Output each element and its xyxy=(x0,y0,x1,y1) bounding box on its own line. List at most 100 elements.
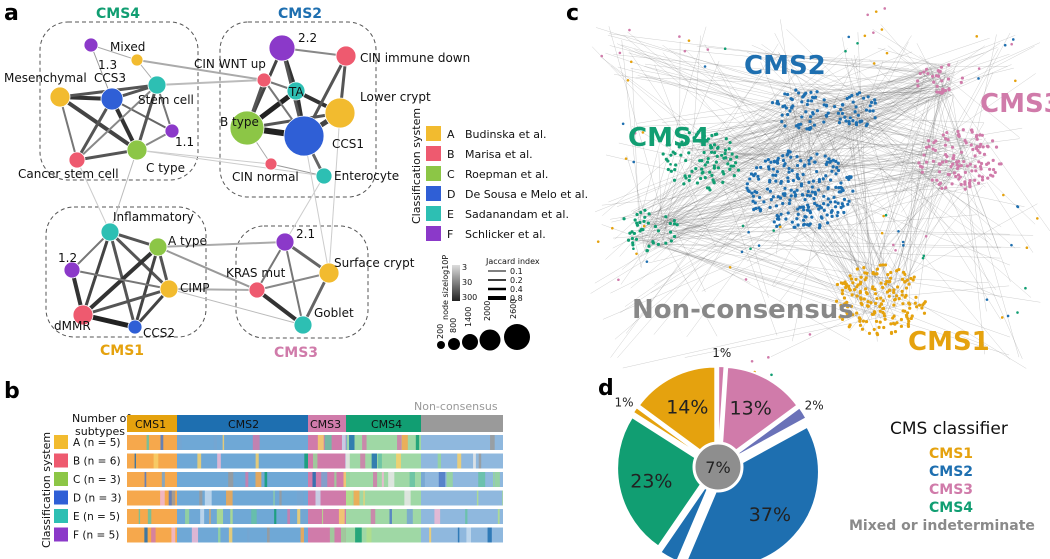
panel-label-a: a xyxy=(4,1,19,26)
cloud-node xyxy=(854,277,858,282)
cloud-node xyxy=(702,134,706,138)
cloud-node xyxy=(955,166,960,171)
cloud-edge xyxy=(784,48,886,98)
cloud-node xyxy=(873,98,877,102)
cloud-edge xyxy=(700,143,707,152)
cloud-node xyxy=(801,223,806,227)
cloud-node xyxy=(810,95,815,99)
cloud-edge xyxy=(636,93,801,229)
cloud-node xyxy=(936,69,940,73)
network-node-lowercrypt xyxy=(324,97,356,129)
bar-stripe xyxy=(434,509,441,524)
legend-swatch-b xyxy=(426,146,441,161)
cloud-node xyxy=(855,267,860,271)
cloud-edge xyxy=(726,133,863,206)
cloud-node xyxy=(813,95,818,99)
cloud-edge xyxy=(854,55,865,113)
cloud-node xyxy=(641,131,645,134)
cloud-node xyxy=(795,217,799,221)
cloud-node xyxy=(628,28,631,32)
cloud-node xyxy=(721,180,725,184)
cloud-edge xyxy=(610,190,819,294)
cloud-node xyxy=(775,213,779,218)
cloud-node xyxy=(796,207,800,211)
cloud-node xyxy=(763,159,768,163)
cloud-edge xyxy=(630,116,816,212)
cloud-edge xyxy=(764,58,970,173)
cloud-node xyxy=(911,278,915,282)
cloud-edge xyxy=(707,137,1025,207)
cloud-node xyxy=(943,137,948,141)
legend-name-e: Sadanandam et al. xyxy=(465,208,569,221)
network-edge xyxy=(109,149,138,233)
cloud-edge xyxy=(701,153,963,292)
cloud-node xyxy=(974,169,978,173)
cloud-edge xyxy=(638,236,1021,248)
cloud-node xyxy=(842,197,847,201)
bar-stripe xyxy=(465,509,468,524)
bar-segment xyxy=(421,472,503,487)
cloud-edge xyxy=(686,141,960,168)
cloud-node xyxy=(935,178,939,182)
cloud-node xyxy=(891,321,896,326)
cloud-edge xyxy=(843,95,870,292)
cloud-node xyxy=(668,230,673,234)
cloud-node xyxy=(922,153,926,157)
bar-stripe xyxy=(346,472,350,487)
cloud-node xyxy=(914,295,918,299)
cloud-node xyxy=(938,162,942,166)
cloud-node xyxy=(703,65,707,68)
cloud-node xyxy=(789,97,793,101)
cloud-node xyxy=(836,111,840,115)
network-node-ccs1 xyxy=(283,115,325,157)
cloud-edge xyxy=(770,103,864,248)
cloud-node xyxy=(963,138,967,143)
cloud-edge xyxy=(725,120,817,174)
cloud-node xyxy=(809,115,813,119)
cloud-node xyxy=(713,151,717,155)
cloud-edge xyxy=(803,142,994,176)
cloud-node xyxy=(784,106,788,110)
cloud-node xyxy=(861,319,866,323)
cloud-edge xyxy=(644,64,1012,225)
cloud-node xyxy=(858,323,863,327)
node-label-cin-wnt-up: CIN WNT up xyxy=(194,57,266,71)
cloud-node xyxy=(672,178,677,182)
cloud-edge xyxy=(706,111,847,152)
bar-stripe xyxy=(353,490,360,506)
cloud-edge xyxy=(657,232,851,341)
legend-letter-b: B xyxy=(447,148,455,161)
cloud-node xyxy=(804,110,808,114)
cloud-edge xyxy=(639,120,871,239)
network-node-cinwnt xyxy=(256,72,272,88)
cloud-edge xyxy=(637,72,941,124)
cloud-edge xyxy=(632,151,728,214)
cloud-edge xyxy=(667,212,706,293)
network-edge xyxy=(81,230,112,317)
bar-segment xyxy=(421,527,503,543)
cloud-node xyxy=(900,289,904,293)
cloud-node xyxy=(859,296,863,300)
network-edge xyxy=(136,149,325,177)
row-label-d: D (n = 3) xyxy=(73,493,121,505)
cloud-node xyxy=(884,213,888,217)
cloud-node xyxy=(851,189,855,193)
panel-label-b: b xyxy=(4,379,20,404)
bar-segment xyxy=(421,490,503,506)
cloud-edge xyxy=(650,26,707,217)
row-swatch-a xyxy=(54,435,68,449)
cloud-node xyxy=(805,127,809,131)
cloud-node xyxy=(990,139,995,143)
cloud-node xyxy=(977,77,980,80)
cloud-edge xyxy=(699,166,864,290)
cloud-node xyxy=(795,163,800,168)
cloud-edge xyxy=(679,149,860,320)
cloud-node xyxy=(834,185,838,189)
bar-stripe xyxy=(362,435,367,450)
legend-swatch-d xyxy=(426,186,441,201)
cloud-node xyxy=(633,218,637,222)
cloud-node xyxy=(710,173,714,177)
cloud-node xyxy=(1014,79,1017,83)
cloud-node xyxy=(871,287,875,291)
legend-name-d: De Sousa e Melo et al. xyxy=(465,188,588,201)
